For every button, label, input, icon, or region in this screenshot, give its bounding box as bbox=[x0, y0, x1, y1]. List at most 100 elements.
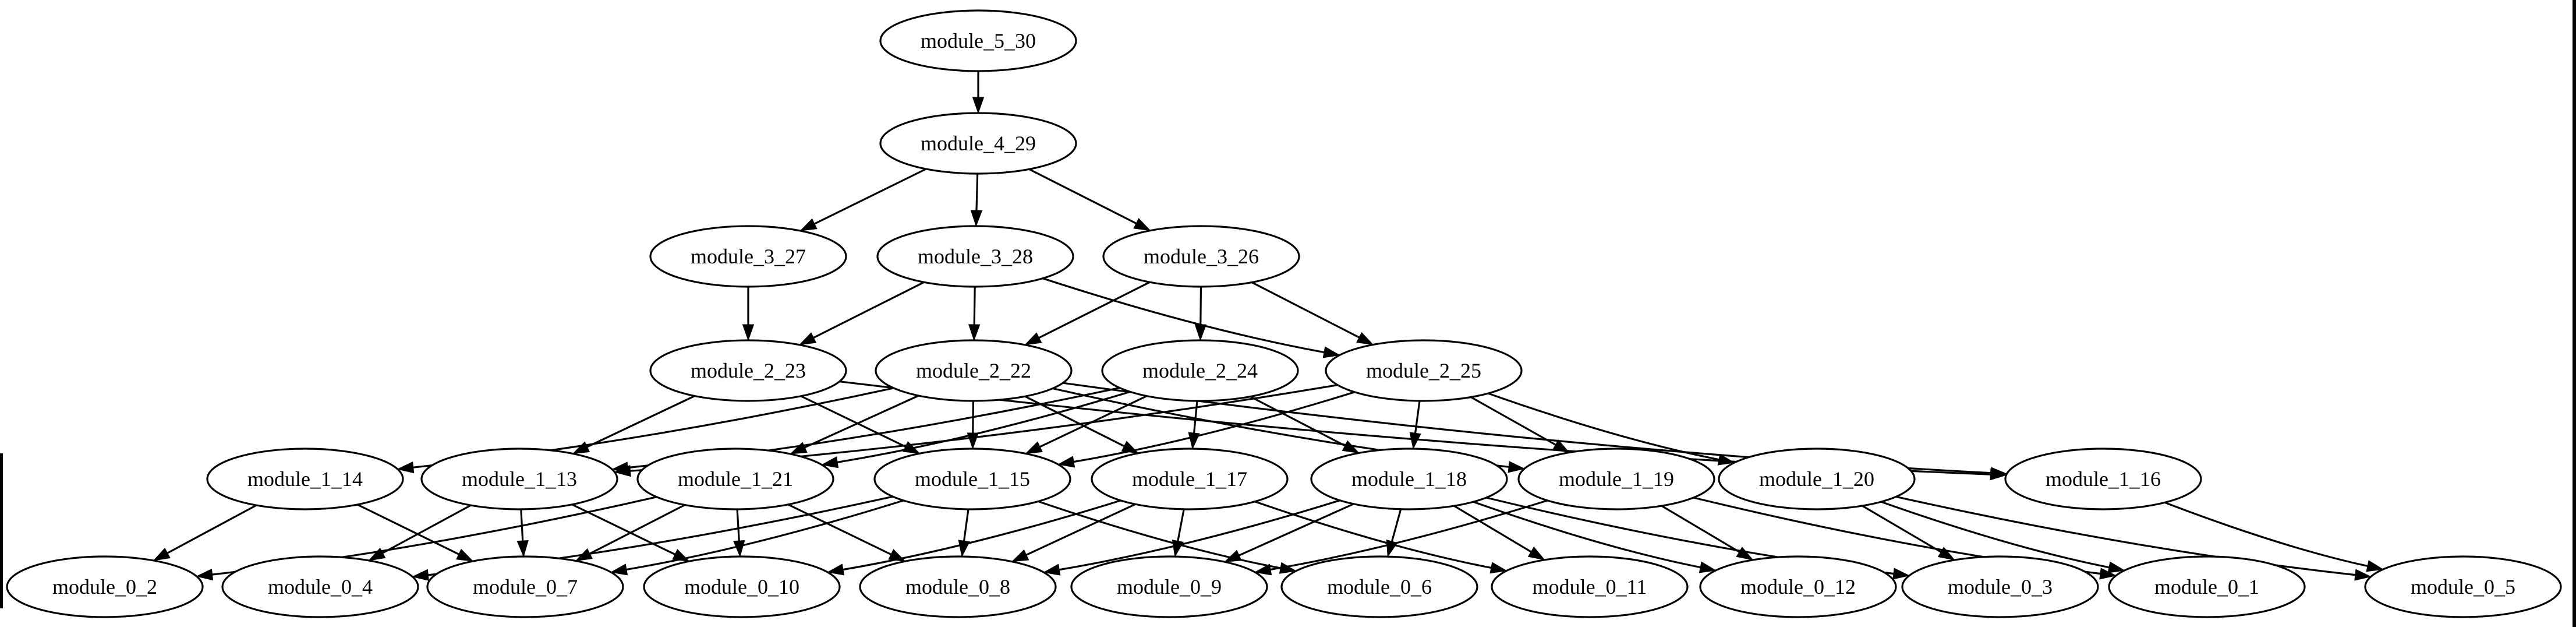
edge-module_2_25-module_1_15 bbox=[1057, 391, 1355, 468]
node-ellipse bbox=[2108, 555, 2306, 618]
arrowhead-icon bbox=[610, 563, 628, 576]
edge-module_2_23-module_1_15 bbox=[800, 395, 921, 454]
node-label: module_0_8 bbox=[905, 575, 1010, 598]
node-label: module_0_3 bbox=[1948, 575, 2053, 598]
edge-line bbox=[804, 394, 919, 449]
edge-module_1_19-module_0_12 bbox=[1661, 505, 1754, 561]
arrowhead-icon bbox=[1717, 453, 1735, 466]
edge-line bbox=[2164, 501, 2368, 567]
node-module_2_24: module_2_24 bbox=[1101, 339, 1299, 402]
edge-module_3_28-module_2_23 bbox=[798, 281, 925, 346]
node-ellipse bbox=[1325, 339, 1523, 402]
node-ellipse bbox=[1091, 448, 1289, 510]
arrowhead-icon bbox=[1254, 563, 1272, 576]
node-module_1_13: module_1_13 bbox=[420, 448, 618, 510]
node-module_1_17: module_1_17 bbox=[1091, 448, 1289, 510]
node-label: module_0_11 bbox=[1533, 575, 1647, 598]
node-module_0_12: module_0_12 bbox=[1699, 555, 1897, 618]
node-label: module_0_6 bbox=[1327, 575, 1432, 598]
node-module_0_4: module_0_4 bbox=[221, 555, 419, 618]
arrowhead-icon bbox=[798, 332, 817, 346]
arrowhead-icon bbox=[1024, 332, 1042, 346]
edge-layer bbox=[153, 71, 2384, 581]
edge-module_2_24-module_1_21 bbox=[821, 390, 1131, 469]
arrowhead-icon bbox=[799, 218, 818, 231]
node-ellipse bbox=[1310, 448, 1508, 510]
arrowhead-icon bbox=[821, 456, 839, 469]
node-label: module_1_15 bbox=[915, 467, 1030, 491]
edge-line bbox=[1177, 509, 1185, 541]
node-ellipse bbox=[859, 555, 1057, 618]
node-module_1_15: module_1_15 bbox=[873, 448, 1071, 510]
node-ellipse bbox=[879, 112, 1077, 175]
node-ellipse bbox=[649, 339, 847, 402]
edge-module_2_22-module_1_17 bbox=[1024, 395, 1140, 454]
edge-module_1_14-module_0_7 bbox=[357, 503, 474, 562]
node-module_2_23: module_2_23 bbox=[649, 339, 847, 402]
node-label: module_0_2 bbox=[52, 575, 157, 598]
edge-line bbox=[1254, 501, 1492, 569]
node-module_0_1: module_0_1 bbox=[2108, 555, 2306, 618]
node-module_0_5: module_0_5 bbox=[2364, 555, 2562, 618]
edge-module_5_30-module_4_29 bbox=[972, 71, 985, 114]
edge-line bbox=[1059, 499, 1340, 571]
edge-line bbox=[814, 168, 927, 225]
edge-module_1_15-module_0_7 bbox=[610, 499, 904, 576]
edge-line bbox=[787, 503, 891, 555]
node-module_3_28: module_3_28 bbox=[876, 225, 1074, 288]
node-ellipse bbox=[1901, 555, 2099, 618]
edge-line bbox=[626, 499, 904, 570]
edge-module_1_20-module_0_3 bbox=[1862, 505, 1955, 561]
arrowhead-icon bbox=[1011, 549, 1029, 562]
node-ellipse bbox=[649, 225, 847, 288]
edge-line bbox=[1661, 505, 1740, 553]
node-module_1_16: module_1_16 bbox=[2004, 448, 2202, 510]
edge-module_4_29-module_3_26 bbox=[1028, 168, 1151, 231]
edge-line bbox=[1025, 503, 1136, 556]
node-module_0_9: module_0_9 bbox=[1070, 555, 1268, 618]
edge-line bbox=[837, 390, 1131, 463]
node-ellipse bbox=[636, 448, 834, 510]
node-ellipse bbox=[1280, 555, 1478, 618]
node-module_1_14: module_1_14 bbox=[206, 448, 404, 510]
node-module_4_29: module_4_29 bbox=[879, 112, 1077, 175]
arrowhead-icon bbox=[411, 569, 429, 581]
node-label: module_1_16 bbox=[2046, 467, 2161, 491]
node-label: module_3_26 bbox=[1144, 245, 1259, 268]
arrowhead-icon bbox=[1990, 467, 2008, 479]
edge-line bbox=[1239, 503, 1354, 556]
edge-line bbox=[1270, 499, 1548, 570]
edge-module_1_13-module_0_7 bbox=[516, 509, 529, 558]
edge-line bbox=[963, 509, 969, 541]
arrowhead-icon bbox=[1223, 549, 1242, 562]
node-label: module_0_1 bbox=[2154, 575, 2259, 598]
edge-line bbox=[1390, 509, 1402, 542]
node-label: module_1_20 bbox=[1759, 467, 1874, 491]
node-ellipse bbox=[1491, 555, 1689, 618]
edge-module_1_18-module_0_11 bbox=[1453, 505, 1545, 561]
edge-line bbox=[1895, 495, 2356, 576]
arrowhead-icon bbox=[1043, 563, 1061, 576]
node-label: module_2_22 bbox=[916, 359, 1031, 382]
arrowhead-icon bbox=[1409, 432, 1421, 450]
node-label: module_1_13 bbox=[462, 467, 577, 491]
arrowhead-icon bbox=[790, 442, 808, 455]
edge-line bbox=[1453, 505, 1532, 553]
edge-line bbox=[1250, 396, 1346, 447]
node-label: module_1_14 bbox=[247, 467, 363, 491]
arrowhead-icon bbox=[972, 97, 985, 114]
node-label: module_4_29 bbox=[921, 132, 1036, 155]
node-ellipse bbox=[206, 448, 404, 510]
node-module_0_2: module_0_2 bbox=[6, 555, 204, 618]
node-ellipse bbox=[1101, 339, 1299, 402]
edge-line bbox=[973, 286, 976, 325]
node-label: module_0_10 bbox=[684, 575, 799, 598]
node-ellipse bbox=[1699, 555, 1897, 618]
arrowhead-icon bbox=[968, 324, 981, 341]
node-label: module_1_21 bbox=[678, 467, 793, 491]
edge-line bbox=[843, 499, 1121, 571]
edge-line bbox=[167, 504, 257, 554]
edge-module_2_25-module_1_19 bbox=[1470, 396, 1570, 453]
